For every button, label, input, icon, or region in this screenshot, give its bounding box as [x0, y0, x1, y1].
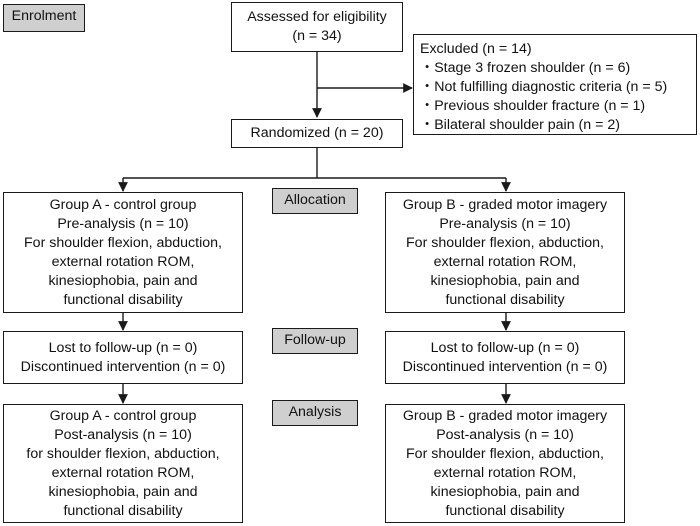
group-a-allocation-line: external rotation ROM, [51, 253, 195, 270]
eligibility-box: Assessed for eligibility (n = 34) [231, 2, 403, 52]
group-b-allocation-line: functional disability [445, 291, 565, 308]
group-a-follow-up-line: Discontinued intervention (n = 0) [20, 358, 226, 375]
randomized-label: Randomized (n = 20) [250, 125, 384, 141]
group-a-follow-up-box: Lost to follow-up (n = 0) Discontinued i… [3, 331, 243, 384]
excluded-item: Not fulfilling diagnostic criteria (n = … [420, 78, 696, 97]
excluded-title: Excluded (n = 14) [420, 41, 532, 57]
stage-label-analysis: Analysis [272, 400, 358, 426]
group-b-allocation-line: external rotation ROM, [433, 253, 577, 270]
group-b-analysis-line: external rotation ROM, [433, 464, 577, 481]
group-b-analysis-line: kinesiophobia, pain and [430, 483, 580, 500]
group-b-allocation-line: For shoulder flexion, abduction, [406, 234, 604, 251]
group-b-allocation-box: Group B - graded motor imagery Pre-analy… [385, 192, 625, 313]
stage-label-follow-up: Follow-up [272, 328, 358, 354]
group-a-allocation-line: For shoulder flexion, abduction, [24, 234, 222, 251]
group-a-follow-up-line: Lost to follow-up (n = 0) [48, 339, 198, 356]
excluded-item: Previous shoulder fracture (n = 1) [420, 97, 696, 116]
group-b-follow-up-line: Lost to follow-up (n = 0) [430, 339, 580, 356]
group-a-allocation-box: Group A - control group Pre-analysis (n … [3, 192, 243, 313]
group-a-analysis-line: Post-analysis (n = 10) [54, 426, 192, 443]
group-a-analysis-line: for shoulder flexion, abduction, [26, 445, 220, 462]
group-b-analysis-line: For shoulder flexion, abduction, [406, 445, 604, 462]
eligibility-line: (n = 34) [292, 28, 342, 44]
group-b-allocation-line: Pre-analysis (n = 10) [439, 215, 571, 232]
group-b-follow-up-box: Lost to follow-up (n = 0) Discontinued i… [385, 331, 625, 384]
excluded-box: Excluded (n = 14) Stage 3 frozen shoulde… [413, 34, 697, 135]
randomized-box: Randomized (n = 20) [231, 119, 403, 148]
group-a-allocation-line: Pre-analysis (n = 10) [57, 215, 189, 232]
group-b-analysis-line: Group B - graded motor imagery [402, 407, 608, 424]
group-a-analysis-line: kinesiophobia, pain and [48, 483, 198, 500]
group-a-allocation-line: kinesiophobia, pain and [48, 272, 198, 289]
group-a-analysis-line: external rotation ROM, [51, 464, 195, 481]
stage-label-allocation: Allocation [272, 188, 358, 214]
group-a-allocation-line: functional disability [63, 291, 183, 308]
excluded-item: Stage 3 frozen shoulder (n = 6) [420, 59, 696, 78]
group-b-allocation-line: kinesiophobia, pain and [430, 272, 580, 289]
group-a-analysis-line: Group A - control group [49, 407, 197, 424]
group-a-allocation-line: Group A - control group [49, 196, 197, 213]
excluded-item: Bilateral shoulder pain (n = 2) [420, 116, 696, 135]
group-b-allocation-line: Group B - graded motor imagery [402, 196, 608, 213]
group-b-analysis-line: Post-analysis (n = 10) [436, 426, 574, 443]
group-b-analysis-box: Group B - graded motor imagery Post-anal… [385, 404, 625, 523]
stage-label-enrolment: Enrolment [3, 4, 85, 32]
eligibility-line: Assessed for eligibility [247, 9, 387, 25]
group-a-analysis-box: Group A - control group Post-analysis (n… [3, 404, 243, 523]
group-b-analysis-line: functional disability [445, 502, 565, 519]
group-a-analysis-line: functional disability [63, 502, 183, 519]
group-b-follow-up-line: Discontinued intervention (n = 0) [402, 358, 608, 375]
